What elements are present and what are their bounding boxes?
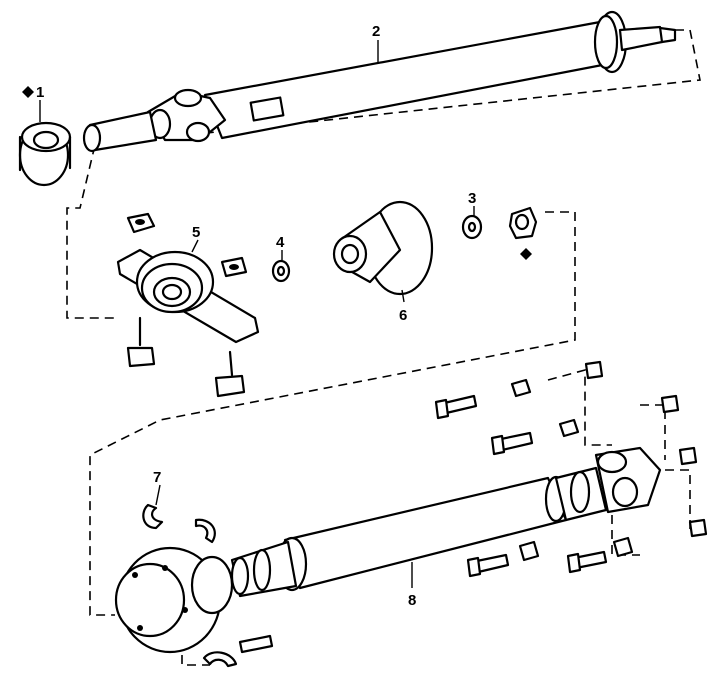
callout-8: 8 — [408, 592, 416, 609]
callout-1: 1 — [36, 84, 44, 101]
callout-4: 4 — [276, 234, 285, 251]
callout-6: 6 — [399, 307, 407, 324]
diamond-marker-replace-icon — [22, 86, 34, 98]
part-2-front-propeller-shaft — [82, 10, 677, 153]
callout-3: 3 — [468, 190, 476, 207]
callout-labels: 2 1 3 4 5 6 7 8 — [36, 23, 476, 609]
callout-leaders — [39, 40, 475, 588]
callout-2: 2 — [372, 23, 380, 40]
part-7-clips — [142, 503, 238, 668]
callout-7: 7 — [153, 469, 161, 486]
part-3-washer — [461, 206, 538, 240]
hardware-bolts-nuts — [238, 360, 708, 654]
part-4-washer — [271, 259, 291, 283]
part-5-center-bearing — [116, 212, 260, 398]
part-6-flange — [332, 200, 434, 296]
diamond-marker-replace-icon — [520, 248, 532, 260]
callout-5: 5 — [192, 224, 200, 241]
part-8-rear-propeller-shaft — [114, 446, 662, 654]
part-1-dust-boot — [18, 121, 72, 187]
